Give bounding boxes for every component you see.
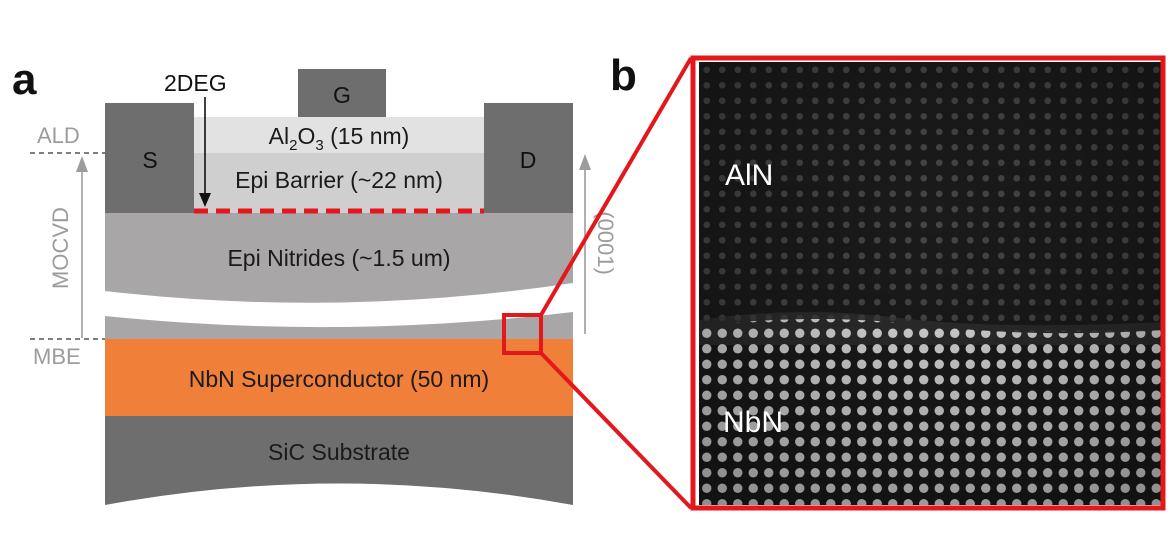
al2o3-sub2: 3	[315, 137, 323, 154]
gate-contact-label: G	[333, 82, 351, 108]
gate-contact	[298, 69, 386, 117]
stem-image	[699, 62, 1164, 505]
nbn-superconductor-label: NbN Superconductor (50 nm)	[189, 366, 489, 392]
al2o3-mid: O	[297, 123, 315, 149]
sic-substrate-label: SiC Substrate	[268, 439, 410, 465]
two-deg-label: 2DEG	[164, 70, 227, 96]
al2o3-layer	[194, 117, 484, 153]
aln-material-label: AlN	[725, 159, 773, 192]
c-axis-arrowhead	[579, 154, 591, 170]
stem-vignette	[699, 62, 1164, 505]
al2o3-label: Al2O3 (15 nm)	[269, 123, 410, 154]
epi-nitrides-lower-section	[105, 312, 573, 339]
epi-nitrides-layer	[105, 213, 573, 303]
two-deg-arrowhead	[199, 193, 211, 207]
drain-contact	[484, 103, 573, 213]
sic-substrate-layer	[105, 415, 573, 505]
epi-barrier-layer	[194, 153, 484, 213]
source-contact-label: S	[142, 147, 157, 173]
stem-image-frame	[690, 55, 1166, 511]
al2o3-prefix: Al	[269, 123, 289, 149]
al2o3-sub1: 2	[289, 137, 297, 154]
panel-b-label: b	[610, 51, 637, 100]
mocvd-label: MOCVD	[48, 207, 73, 289]
epi-nitrides-label: Epi Nitrides (~1.5 um)	[227, 245, 450, 271]
zoom-connector-bottom	[539, 351, 693, 510]
panel-a: a SiC Substrate NbN Superconductor (50 n…	[12, 55, 693, 510]
epi-barrier-label: Epi Barrier (~22 nm)	[235, 167, 443, 193]
nbn-superconductor-layer	[105, 339, 573, 416]
zoom-region-box	[502, 313, 543, 355]
panel-b: b AlN NbN	[610, 51, 1166, 511]
drain-contact-label: D	[520, 147, 537, 173]
mocvd-range-arrowhead	[76, 156, 88, 172]
al2o3-suffix: (15 nm)	[324, 123, 410, 149]
source-contact	[105, 103, 194, 213]
nbn-material-label: NbN	[723, 406, 783, 439]
zoom-connector-top	[539, 56, 693, 317]
panel-a-label: a	[12, 55, 37, 104]
mbe-label: MBE	[33, 344, 81, 369]
ald-label: ALD	[37, 123, 80, 148]
